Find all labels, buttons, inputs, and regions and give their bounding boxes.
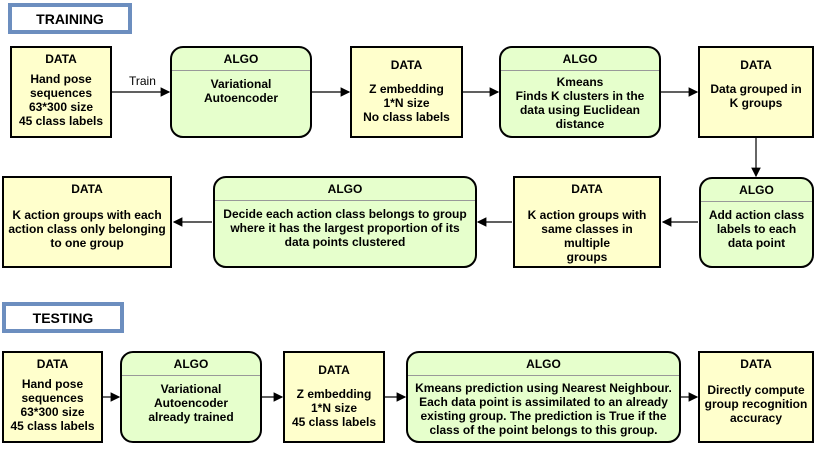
box-body: Variational Autoencoder already trained	[148, 382, 234, 424]
training-vae-algo: ALGO Variational Autoencoder	[170, 46, 312, 138]
testing-vae-algo: ALGO Variational Autoencoder already tra…	[120, 351, 262, 443]
box-kind: ALGO	[562, 52, 598, 66]
testing-hand-pose-data: DATA Hand pose sequences 63*300 size 45 …	[2, 351, 103, 443]
box-kind: ALGO	[173, 357, 209, 371]
box-body: Kmeans Finds K clusters in the data usin…	[515, 75, 645, 131]
testing-z-embedding-data: DATA Z embedding 1*N size 45 class label…	[283, 351, 385, 443]
box-body: Directly compute group recognition accur…	[704, 383, 808, 425]
divider	[701, 201, 812, 202]
box-kind: DATA	[571, 182, 603, 196]
box-kind: DATA	[318, 363, 350, 377]
train-edge-label: Train	[129, 74, 156, 88]
box-body: Z embedding 1*N size No class labels	[363, 82, 450, 124]
box-kind: ALGO	[223, 52, 259, 66]
divider	[501, 70, 659, 71]
box-kind: DATA	[740, 58, 772, 72]
box-kind: ALGO	[327, 182, 363, 196]
testing-section-label: TESTING	[2, 302, 124, 333]
testing-kmeans-prediction-algo: ALGO Kmeans prediction using Nearest Nei…	[406, 351, 681, 443]
training-kmeans-algo: ALGO Kmeans Finds K clusters in the data…	[499, 46, 661, 138]
training-add-labels-algo: ALGO Add action class labels to each dat…	[699, 177, 814, 268]
box-body: Decide each action class belongs to grou…	[223, 207, 467, 249]
box-body: Add action class labels to each data poi…	[708, 208, 805, 250]
box-body: K action groups with each action class o…	[8, 208, 166, 250]
training-section-label: TRAINING	[8, 3, 132, 34]
training-z-embedding-data: DATA Z embedding 1*N size No class label…	[350, 46, 463, 138]
box-body: Hand pose sequences 63*300 size 45 class…	[18, 72, 104, 128]
training-k-groups-data: DATA K action groups with same classes i…	[513, 176, 661, 268]
box-kind: DATA	[71, 182, 103, 196]
training-final-groups-data: DATA K action groups with each action cl…	[2, 176, 172, 268]
training-hand-pose-data: DATA Hand pose sequences 63*300 size 45 …	[10, 46, 112, 138]
box-body: Hand pose sequences 63*300 size 45 class…	[10, 377, 95, 433]
box-kind: ALGO	[739, 183, 774, 197]
box-body: Data grouped in K groups	[710, 82, 802, 110]
box-body: K action groups with same classes in mul…	[527, 208, 647, 264]
box-kind: ALGO	[526, 357, 561, 371]
box-kind: DATA	[390, 58, 423, 72]
divider	[172, 70, 310, 71]
box-kind: DATA	[45, 52, 77, 66]
divider	[408, 375, 679, 376]
box-kind: DATA	[36, 357, 69, 371]
training-decide-group-algo: ALGO Decide each action class belongs to…	[213, 176, 477, 268]
box-body: Z embedding 1*N size 45 class labels	[291, 387, 377, 429]
box-body: Kmeans prediction using Nearest Neighbou…	[415, 381, 672, 437]
box-body: Variational Autoencoder	[203, 77, 278, 105]
divider	[122, 375, 260, 376]
training-grouped-data: DATA Data grouped in K groups	[698, 46, 814, 138]
testing-accuracy-data: DATA Directly compute group recognition …	[698, 351, 814, 443]
divider	[215, 200, 475, 201]
box-kind: DATA	[740, 357, 772, 371]
